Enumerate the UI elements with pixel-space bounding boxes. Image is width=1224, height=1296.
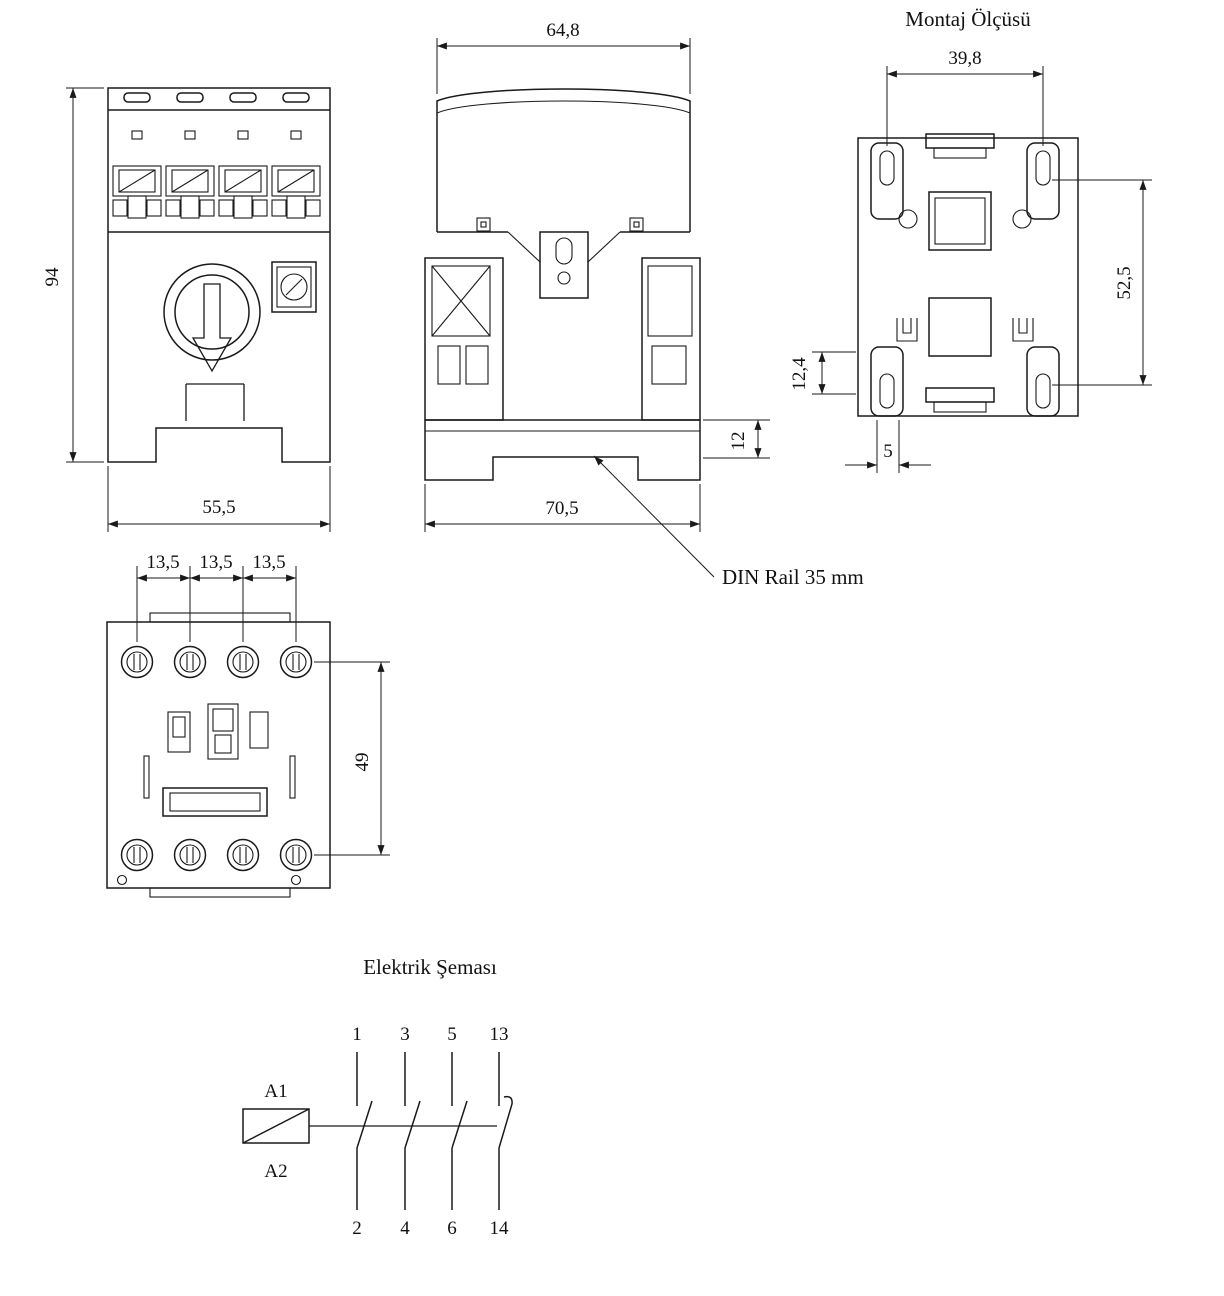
front-width-dim-label: 55,5 bbox=[202, 497, 235, 518]
pitch-dim-label-3: 13,5 bbox=[252, 552, 285, 573]
front-terminals bbox=[112, 165, 321, 219]
side-rail-dim-label: 12 bbox=[728, 432, 749, 451]
terminal-label-1: 1 bbox=[352, 1024, 362, 1045]
mounting-view-drawing bbox=[857, 133, 1079, 417]
bottom-view-drawing bbox=[106, 612, 331, 898]
mounting-small-dim-label: 5 bbox=[883, 441, 893, 462]
contact-pole-4 bbox=[498, 1052, 513, 1210]
bottom-view-dimensions bbox=[136, 566, 390, 856]
span-dim-label: 49 bbox=[352, 753, 373, 772]
mounting-offset-dim-label: 12,4 bbox=[789, 357, 810, 391]
mounting-view-title: Montaj Ölçüsü bbox=[905, 7, 1031, 31]
circuit-title: Elektrik Şeması bbox=[363, 955, 497, 979]
mounting-width-dim-label: 39,8 bbox=[948, 48, 981, 69]
mounting-view-dimensions bbox=[812, 66, 1152, 473]
terminal-label-5: 5 bbox=[447, 1024, 457, 1045]
side-top-width-dim-label: 64,8 bbox=[546, 20, 579, 41]
side-view-drawing bbox=[424, 88, 701, 481]
coil-a1-label: A1 bbox=[264, 1081, 287, 1102]
side-view-dimensions bbox=[424, 38, 770, 578]
side-bottom-width-dim-label: 70,5 bbox=[545, 498, 578, 519]
front-view-drawing bbox=[107, 87, 331, 463]
contact-pole-3 bbox=[451, 1052, 468, 1210]
terminal-label-14: 14 bbox=[490, 1218, 510, 1239]
terminal-label-3: 3 bbox=[400, 1024, 410, 1045]
mounting-height-dim-label: 52,5 bbox=[1114, 266, 1135, 299]
din-rail-leader-line bbox=[593, 455, 715, 578]
terminal-label-6: 6 bbox=[447, 1218, 457, 1239]
pitch-dim-label-1: 13,5 bbox=[146, 552, 179, 573]
terminal-screws bbox=[120, 645, 313, 872]
front-height-dim-label: 94 bbox=[42, 267, 63, 287]
coil-a2-label: A2 bbox=[264, 1161, 287, 1182]
front-view-dimensions bbox=[66, 87, 331, 532]
terminal-label-13: 13 bbox=[490, 1024, 509, 1045]
circuit-diagram bbox=[242, 1052, 513, 1210]
pitch-dim-label-2: 13,5 bbox=[199, 552, 232, 573]
terminal-label-2: 2 bbox=[352, 1218, 362, 1239]
contact-pole-2 bbox=[404, 1052, 421, 1210]
contact-pole-1 bbox=[356, 1052, 373, 1210]
terminal-label-4: 4 bbox=[400, 1218, 410, 1239]
din-rail-callout-label: DIN Rail 35 mm bbox=[722, 565, 864, 589]
rotary-arrow-icon bbox=[191, 283, 233, 373]
